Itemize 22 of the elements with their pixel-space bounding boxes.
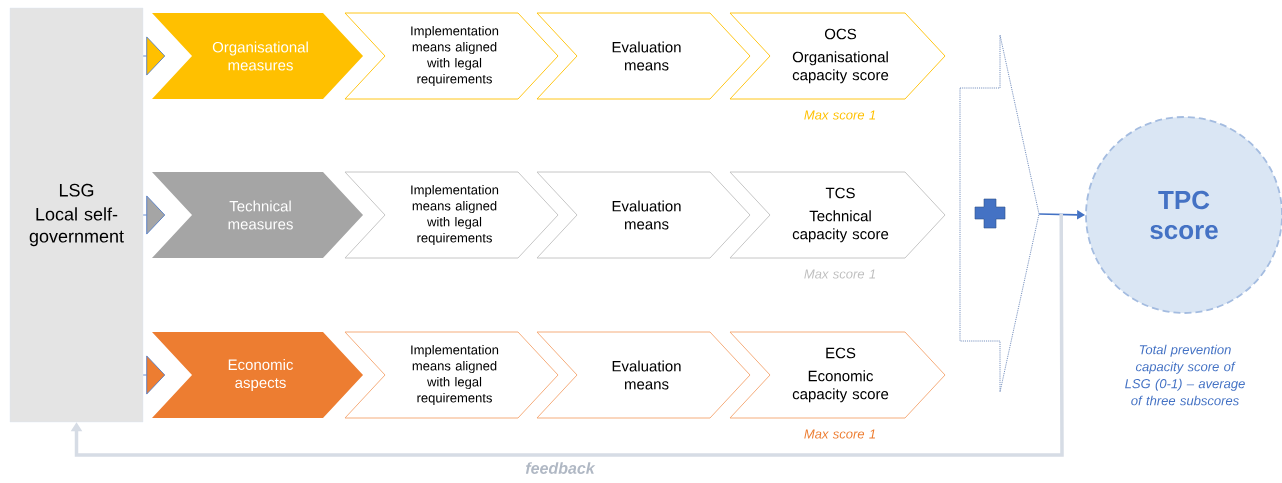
edge-label: feedback [525,462,596,474]
process-step: Organisational measures [152,13,363,99]
note: Max score 1 [804,269,875,279]
process-step: ECS Economic capacity score [729,331,946,419]
process-step: TCS Technical capacity score [729,171,946,259]
process-step: Implementation means aligned with legal requirements [344,331,559,419]
arrow [142,195,166,235]
process-step: Economic aspects [152,332,363,418]
arrow [142,355,166,395]
process-step: Technical measures [152,172,363,258]
arrow [142,36,166,76]
process-step: Implementation means aligned with legal requirements [344,12,559,100]
process-step: Evaluation means [536,12,751,100]
note: Total prevention capacity score of LSG (0-1) – average of three subscores [1125,344,1245,406]
process-step: OCS Organisational capacity score [729,12,946,100]
lsg-box: LSG Local self-government [9,7,144,423]
note: Max score 1 [804,429,875,439]
feedback-arrow [70,214,1064,457]
process-step: Evaluation means [536,331,751,419]
process-step: Implementation means aligned with legal requirements [344,171,559,259]
note: Max score 1 [804,110,875,120]
process-step: Evaluation means [536,171,751,259]
